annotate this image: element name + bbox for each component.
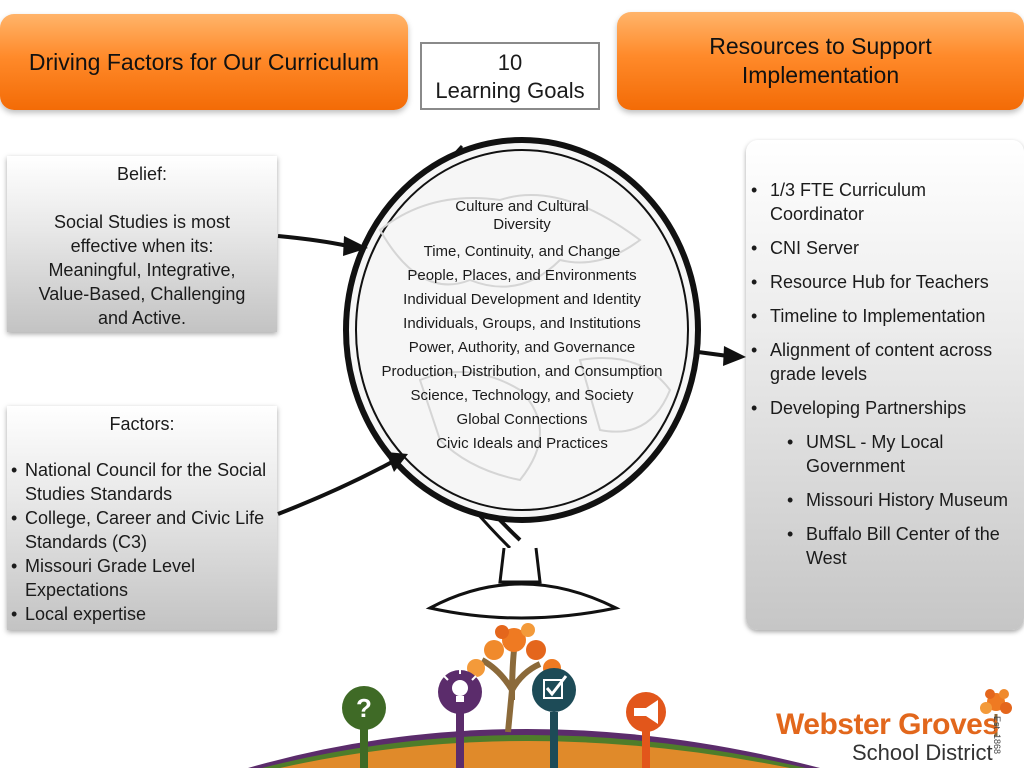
partnerships-list: UMSL - My Local Government Missouri Hist… (770, 430, 1024, 570)
belief-heading: Belief: (116, 164, 168, 184)
driving-factors-title: Driving Factors for Our Curriculum (28, 48, 380, 75)
checkbox-icon (532, 668, 576, 768)
resources-banner: Resources to Support Implementation (617, 12, 1024, 110)
learning-goal-item: Individuals, Groups, and Institutions (403, 315, 641, 332)
arrow-factors-icon (277, 452, 408, 516)
factors-panel: Factors: National Council for the Social… (7, 406, 277, 630)
factors-list: National Council for the Social Studies … (7, 458, 277, 626)
learning-goal-item: Individual Development and Identity (403, 291, 641, 308)
learning-goal-item: Power, Authority, and Governance (408, 339, 636, 356)
factor-item: Local expertise (11, 602, 277, 626)
megaphone-icon (626, 692, 666, 768)
learning-goal-item: Global Connections (456, 411, 588, 428)
learning-goal-item: People, Places, and Environments (407, 267, 637, 284)
tree-icon (467, 623, 561, 733)
globe-continent (378, 194, 642, 288)
question-mark: ? (356, 693, 372, 723)
ground-arc-orange (280, 741, 790, 768)
factor-item: National Council for the Social Studies … (11, 458, 277, 506)
arrow-belief-icon (277, 234, 368, 256)
district-subtitle: School District (852, 740, 993, 765)
driving-factors-banner: Driving Factors for Our Curriculum (0, 14, 408, 110)
resource-item-partnerships: Developing Partnerships UMSL - My Local … (751, 396, 1024, 570)
resources-list: 1/3 FTE Curriculum Coordinator CNI Serve… (746, 178, 1024, 570)
globe-continent-3 (578, 357, 672, 433)
learning-goals-label: Learning Goals (435, 78, 585, 103)
globe-stem (498, 547, 542, 584)
arrow-resources-icon (697, 346, 746, 366)
learning-goal-item: Culture and Cultural Diversity (455, 198, 589, 233)
belief-text: Social Studies is most effective when it… (38, 212, 246, 328)
brand-tree-icon (980, 689, 1012, 736)
factor-item: Missouri Grade Level Expectations (11, 554, 277, 602)
resources-title: Resources to Support Implementation (709, 33, 932, 88)
globe-base (425, 582, 621, 620)
learning-goal-item: Production, Distribution, and Consumptio… (381, 363, 663, 380)
learning-goals-count: 10 (497, 50, 523, 75)
resource-item: Resource Hub for Teachers (751, 270, 1024, 294)
partnership-item: Missouri History Museum (787, 488, 1024, 512)
factor-item: College, Career and Civic Life Standards… (11, 506, 277, 554)
lightbulb-icon (438, 670, 482, 768)
learning-goals-list: Culture and Cultural Diversity Time, Con… (360, 198, 684, 456)
resource-item: 1/3 FTE Curriculum Coordinator (751, 178, 1024, 226)
partnership-item: Buffalo Bill Center of the West (787, 522, 1024, 570)
globe-icon (343, 137, 701, 620)
learning-goal-item: Science, Technology, and Society (410, 387, 634, 404)
resource-item: Alignment of content across grade levels (751, 338, 1024, 386)
learning-goal-item: Time, Continuity, and Change (423, 243, 621, 260)
question-icon: ? (342, 686, 386, 768)
learning-goal-item: Civic Ideals and Practices (436, 435, 608, 452)
globe-sphere-inner (355, 149, 689, 511)
factors-heading: Factors: (109, 414, 175, 434)
belief-panel: Belief: Social Studies is most effective… (7, 156, 277, 332)
district-name: Webster Groves (776, 708, 999, 741)
globe-continent-2 (418, 371, 541, 482)
resource-item: CNI Server (751, 236, 1024, 260)
resource-item: Timeline to Implementation (751, 304, 1024, 328)
partnership-item: UMSL - My Local Government (787, 430, 1024, 478)
resources-panel: 1/3 FTE Curriculum Coordinator CNI Serve… (746, 140, 1024, 630)
district-established: Est. 1868 (992, 716, 1002, 755)
learning-goals-box: 10 Learning Goals (420, 42, 600, 110)
